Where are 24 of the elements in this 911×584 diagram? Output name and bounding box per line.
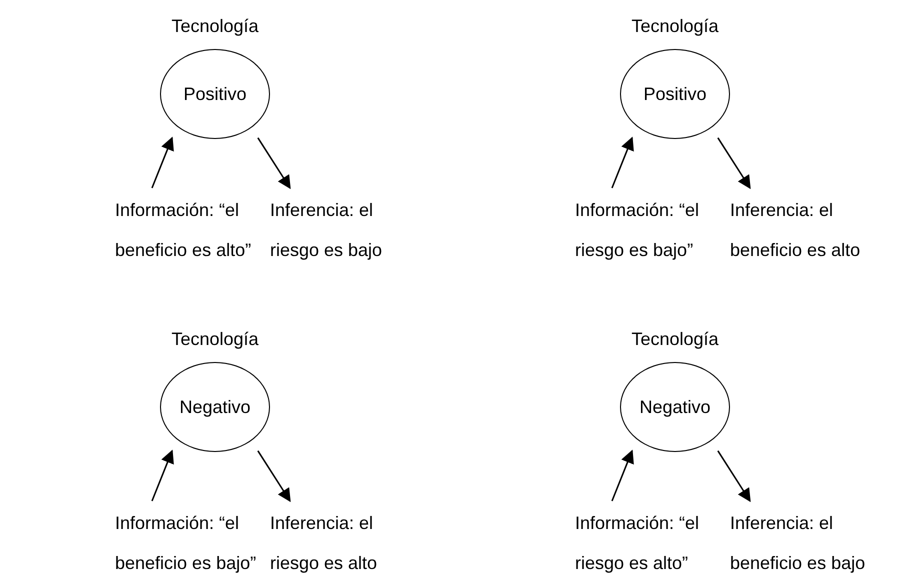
- arrow: [151, 136, 174, 188]
- arrow: [257, 137, 291, 190]
- ellipse-label: Positivo: [643, 82, 707, 106]
- node-heading: Tecnología: [171, 328, 259, 350]
- node-heading: Tecnología: [171, 15, 259, 37]
- text-label: Inferencia: el beneficio es bajo: [730, 503, 870, 583]
- ellipse-label: Negativo: [639, 396, 711, 419]
- arrow: [611, 450, 634, 502]
- text-label: Información: “el beneficio es bajo”: [115, 503, 263, 583]
- ellipse-label: Negativo: [179, 396, 251, 419]
- node-heading: Tecnología: [631, 15, 719, 37]
- text-label: Información: “el beneficio es alto”: [115, 190, 263, 270]
- text-label: Información: “el riesgo es bajo”: [575, 190, 723, 270]
- text-label: Inferencia: el beneficio es alto: [730, 190, 870, 270]
- text-label: Información: “el riesgo es alto”: [575, 503, 723, 583]
- text-label: Inferencia: el riesgo es alto: [270, 503, 410, 583]
- ellipse-label: Positivo: [183, 82, 247, 106]
- arrow: [151, 450, 174, 502]
- arrow: [611, 136, 634, 188]
- arrow: [717, 450, 751, 502]
- text-label: Inferencia: el riesgo es bajo: [270, 190, 410, 270]
- arrow: [257, 450, 291, 502]
- node-heading: Tecnología: [631, 328, 719, 350]
- arrow: [717, 137, 751, 190]
